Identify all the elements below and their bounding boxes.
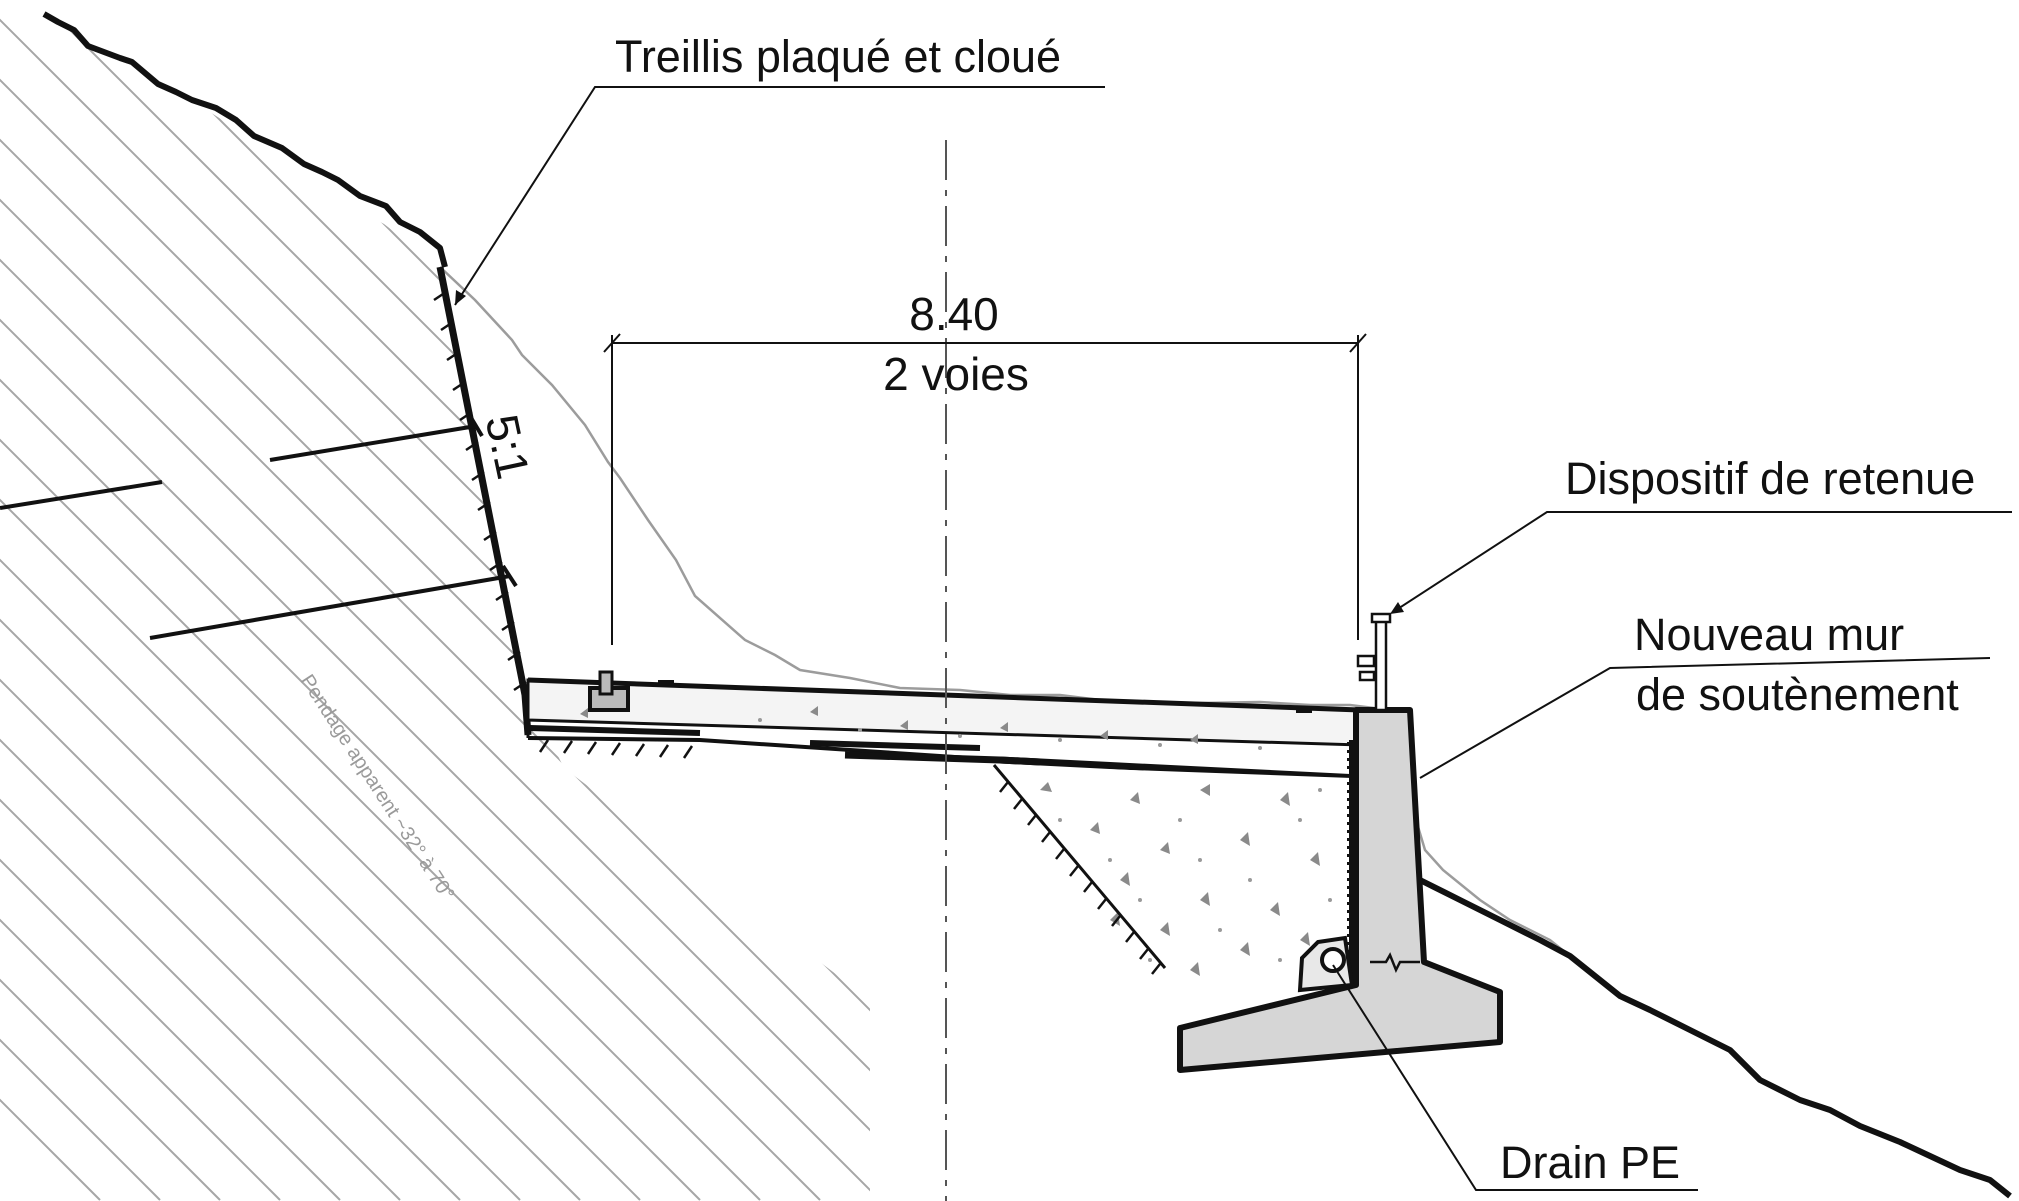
wall-leader [1419, 657, 1991, 779]
backfill-dots [580, 706, 1320, 976]
drain-leader [1332, 964, 1698, 1191]
wall-label-line2: de soutènement [1636, 669, 1959, 720]
slope-ratio: 5:1 [476, 410, 540, 483]
retaining-wall [1177, 707, 1503, 1073]
natural-terrain-line [42, 11, 448, 268]
formation-ticks [538, 739, 694, 759]
nailed-mesh-face [436, 266, 532, 736]
dimension-line [603, 333, 1367, 645]
barrier-leader [1392, 511, 2012, 613]
drain-label: Drain PE [1500, 1137, 1680, 1188]
barrier-arrowhead [1390, 602, 1404, 614]
wall-joint [1370, 952, 1420, 974]
road-edge-strip [529, 725, 701, 736]
dimension-width: 8.40 [909, 288, 999, 340]
existing-terrain-line [439, 266, 1576, 961]
restraint-system [1356, 612, 1392, 712]
fill-base-layer [999, 756, 1041, 766]
wall-label-line1: Nouveau mur [1634, 609, 1904, 660]
road-stud-2 [1296, 707, 1312, 713]
excavation-ticks [999, 781, 1161, 975]
road-stud-1 [658, 680, 674, 686]
barrier-label: Dispositif de retenue [1565, 453, 1975, 504]
mesh-arrowhead [455, 290, 466, 305]
mesh-ticks [433, 290, 527, 692]
backfill-specks [758, 718, 1332, 962]
soil-nails [0, 424, 511, 640]
drain-pipe [1320, 947, 1346, 973]
nail-heads [468, 414, 518, 588]
mesh-leader [454, 86, 1105, 306]
geotextile-strip [809, 740, 981, 751]
dimension-lanes: 2 voies [883, 348, 1029, 400]
mesh-label: Treillis plaqué et cloué [615, 31, 1061, 82]
gutter-post [598, 670, 614, 696]
downslope-terrain-line [1418, 877, 2012, 1199]
dip-note: Pendage apparent ~32° à 70° [296, 671, 459, 905]
excavation-slope [992, 764, 1167, 969]
backfill-zone [994, 765, 1352, 1000]
